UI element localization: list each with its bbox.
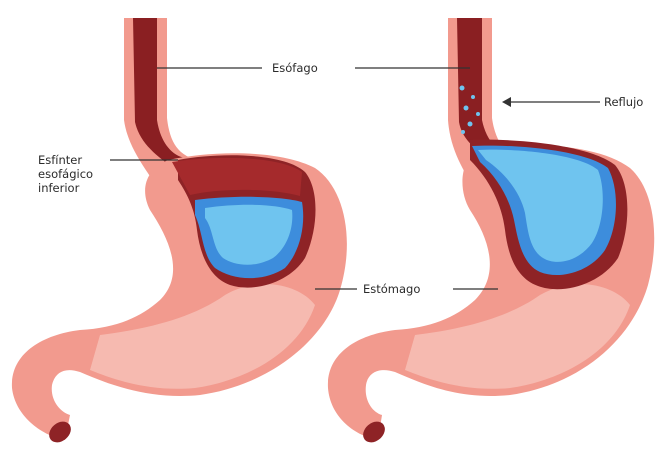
label-reflux: Reflujo [604, 95, 643, 109]
reflux-arrowhead [502, 97, 511, 107]
reflux-droplet [476, 112, 480, 116]
normal-stomach [12, 18, 347, 447]
reflux-droplet [468, 122, 473, 127]
label-esophagus: Esófago [272, 61, 318, 75]
label-stomach: Estómago [363, 282, 420, 296]
reflux-droplet [460, 86, 465, 91]
label-lower-esophageal-sphincter: Esfínter esofágico inferior [38, 153, 93, 195]
reflux-droplet [471, 95, 475, 99]
reflux-droplet [464, 106, 469, 111]
reflux-stomach [328, 18, 654, 447]
reflux-droplet [461, 130, 465, 134]
